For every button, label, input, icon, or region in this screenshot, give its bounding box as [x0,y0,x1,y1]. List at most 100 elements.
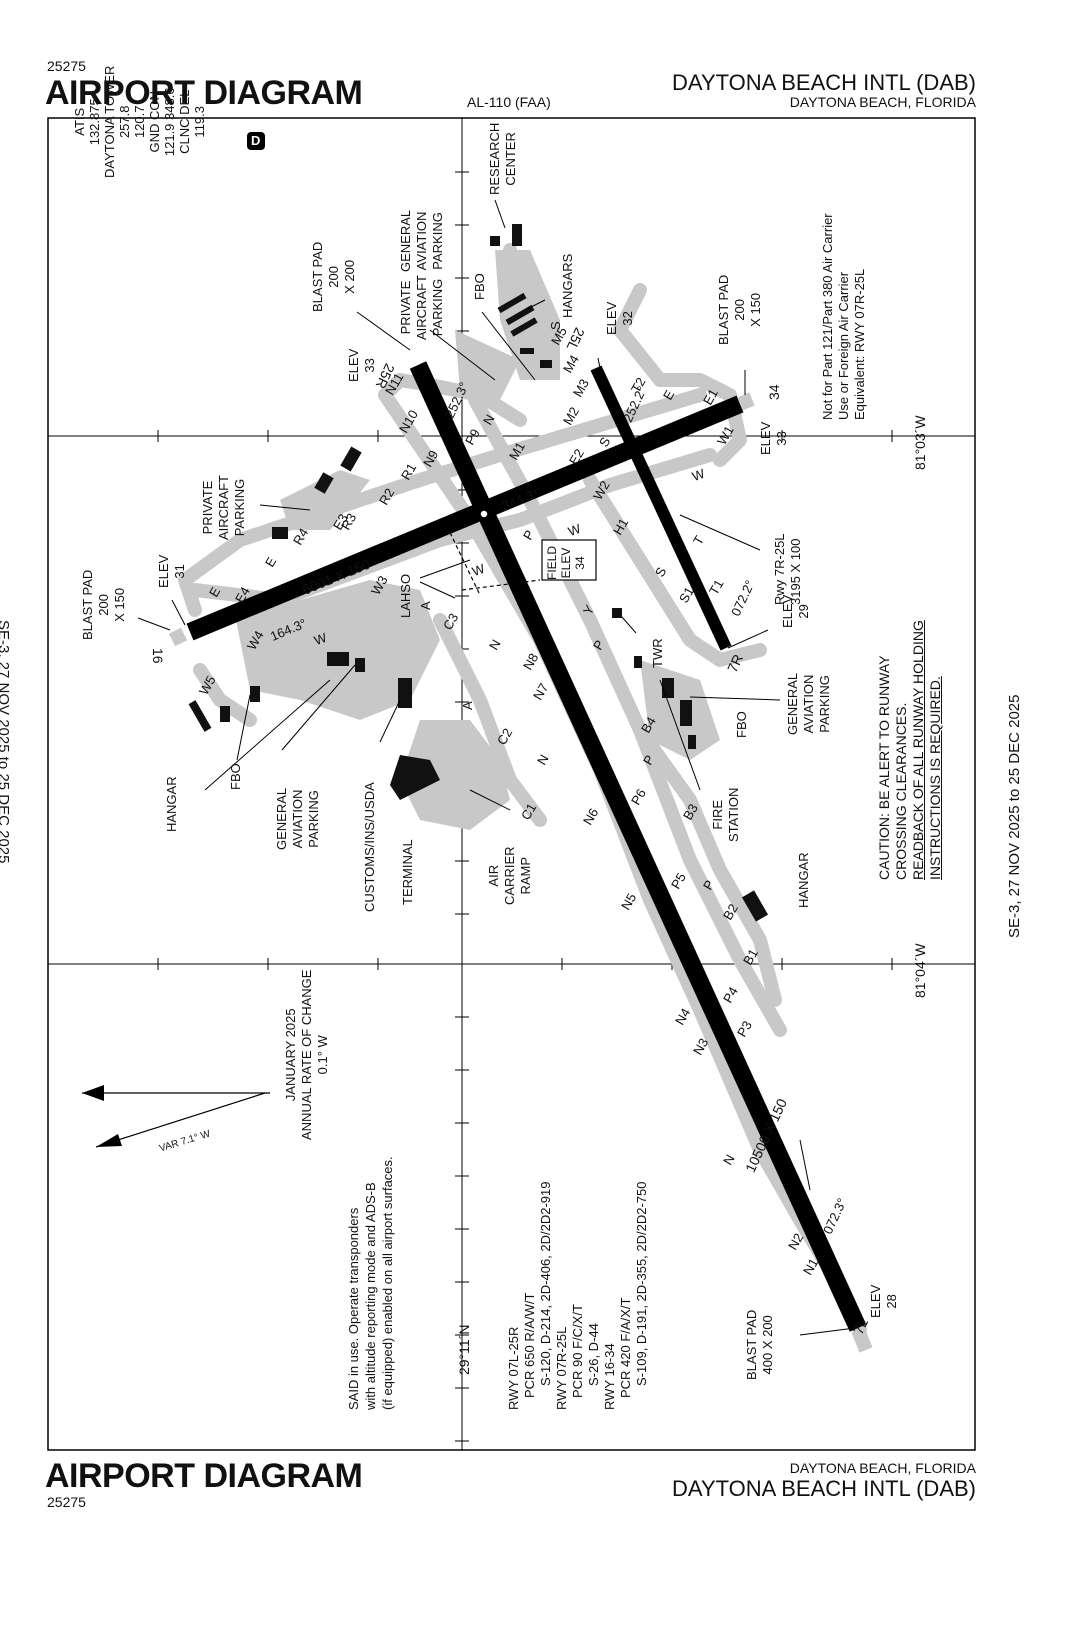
pp-w-2: AIRCRAFT [216,475,231,540]
pp-w-3: PARKING [232,478,247,537]
runway-07r-25l [590,365,732,651]
terminal-building [390,755,440,800]
field-elev-box [541,539,597,581]
hangar-4 [520,348,534,354]
building-private [272,527,288,539]
rwy-data-3: S-120, D-214, 2D-406, 2D/2D2-919 [538,1181,553,1386]
private-parking-north-label: PRIVATE AIRCRAFT PARKING [398,275,446,340]
bp-e-1: BLAST PAD [716,274,731,345]
lahso-label: LAHSO [398,573,413,618]
blast-pad-north-label: BLAST PAD 200 X 200 [310,242,358,312]
research-label-2: CENTER [503,132,518,186]
blast-pad-south-label: BLAST PAD 400 X 200 [744,1310,776,1380]
ga-e-1: GENERAL [785,672,800,735]
bp-n-3: X 200 [342,259,357,294]
field-elevation: FIELD ELEV 34 [545,546,587,580]
elev-25l-label: ELEV 32 [604,302,636,335]
blast-pad-west-label: BLAST PAD 200 X 150 [80,570,128,640]
freq-clnc: CLNC DEL [177,89,192,154]
buildings [188,224,769,922]
hangar-2 [505,304,535,326]
frequency-block: ATIS 132.875 DAYTONA TOWER 257.8 120.7 G… [72,66,207,178]
fire-1: FIRE [710,799,725,830]
bp-w-3: X 150 [112,587,127,622]
city-name-bottom: DAYTONA BEACH, FLORIDA [789,1460,976,1476]
fbo-north-label: FBO [472,273,487,300]
d-symbol-box [247,132,265,150]
ga-building [327,652,349,666]
acr-3: RAMP [518,856,533,895]
air-carrier-ramp [400,720,510,830]
chart-id-top: 25275 [47,58,86,74]
north-arrow [82,1085,270,1148]
pp-w-1: PRIVATE [200,480,215,535]
fire-2: STATION [726,787,741,842]
air-carrier-ramp-label: AIR CARRIER RAMP [486,846,534,905]
freq-ground: GND CON [147,91,162,153]
var-date-line2: ANNUAL RATE OF CHANGE [299,969,314,1140]
tower-building [634,656,642,668]
runway-07l-25r [409,361,867,1332]
freq-ground-value: 121.9 348.6 [162,87,177,157]
carrier-note: Not for Part 121/Part 380 Air Carrier Us… [820,213,868,420]
elev29-1: ELEV [780,594,795,628]
taxiway-label: S [548,321,563,330]
field-elev-value: 34 [573,556,587,570]
private-parking-west [280,470,370,530]
private-parking-west-label: PRIVATE AIRCRAFT PARKING [200,475,248,540]
elev28-2: 28 [884,1294,899,1309]
taxiway-b [633,723,782,1007]
al-number: AL-110 (FAA) [467,94,551,110]
taxiway-s [583,473,767,667]
elev33b-2: 33 [774,431,789,446]
ga-n-1: GENERAL [398,209,413,272]
terminal-label: TERMINAL [400,839,415,905]
fbo-building-west [355,658,365,672]
fire-station [688,735,696,749]
freq-atis: ATIS [72,107,87,136]
ga-e-2: AVIATION [801,674,816,734]
carrier-note-line3: Equivalent: RWY 07R-25L [852,268,867,420]
ga-building-east [680,700,692,726]
elev-7l-label: ELEV 28 [868,1285,900,1318]
bp-w-1: BLAST PAD [80,569,95,640]
caution-line1: CAUTION: BE ALERT TO RUNWAY [876,655,892,880]
elev-7r-label: ELEV 29 [780,595,812,628]
page-title-top: AIRPORT DIAGRAM [45,74,363,112]
elev28-1: ELEV [868,1284,883,1318]
building-nw-2 [314,472,334,494]
caution-line3: READBACK OF ALL RUNWAY HOLDING [910,620,926,880]
hangars-label: HANGARS [560,253,575,318]
elev33a-2: 33 [362,358,377,373]
lahso-lines [443,519,541,596]
ga-parking-north-label: GENERAL AVIATION PARKING [398,210,446,272]
page-title-bottom: AIRPORT DIAGRAM [45,1457,363,1495]
chart-frame [47,117,976,1451]
research-building [512,224,522,246]
bp-n-2: 200 [326,265,341,288]
latitude: 29°11´N [456,1324,472,1375]
elev-25r-label: ELEV 33 [346,349,378,382]
freq-tower-uhf: 257.8 [117,105,132,139]
freq-atis-value: 132.875 [87,98,102,146]
hangar-west-2 [220,706,230,722]
freq-tower-vhf: 120.7 [132,105,147,139]
rwy-data-2: PCR 650 R/A/W/T [522,1292,537,1398]
field-elev-label: FIELD [545,545,559,580]
fbo-building-east [662,678,674,698]
rwy-data-9: S-109, D-191, 2D-355, 2D/2D2-750 [634,1181,649,1386]
hangar-west-1 [250,686,260,702]
field-elev-label2: ELEV [559,547,573,579]
carrier-note-line2: Use or Foreign Air Carrier [836,271,851,420]
elev31-1: ELEV [156,554,171,588]
longitude-top: 81°03´W [912,415,928,470]
taxiway-ne-loop [613,283,747,467]
elev33b-1: ELEV [758,421,773,455]
d-symbol: D [251,133,261,148]
aprons [235,250,720,830]
taxiway-label: A [460,701,475,710]
bp-s-1: BLAST PAD [744,1309,759,1380]
taxiway-e [178,388,707,617]
pp-n-2: AIRCRAFT [414,275,429,340]
